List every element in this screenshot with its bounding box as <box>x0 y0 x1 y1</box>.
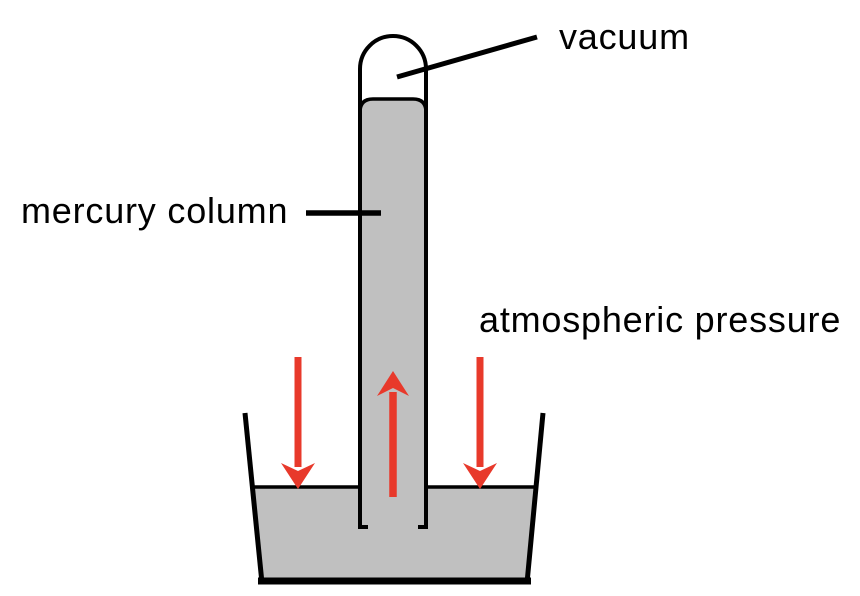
mercury-column-label: mercury column <box>21 190 288 231</box>
down-arrow-right <box>463 357 497 489</box>
glass-tube-outline <box>358 34 428 529</box>
container-left-wall <box>242 412 265 584</box>
reservoir-mercury <box>252 487 535 581</box>
down-arrow-left <box>281 357 315 489</box>
tube-mercury-column <box>360 99 426 489</box>
vacuum-pointer-line <box>396 34 538 80</box>
down-arrow-left-head <box>281 463 315 489</box>
up-arrow-head <box>377 371 409 396</box>
up-arrow-tube <box>377 371 409 497</box>
vacuum-label: vacuum <box>559 16 690 57</box>
down-arrow-right-head <box>463 463 497 489</box>
container-right-wall <box>524 412 546 584</box>
atmospheric-pressure-label: atmospheric pressure <box>479 299 841 340</box>
